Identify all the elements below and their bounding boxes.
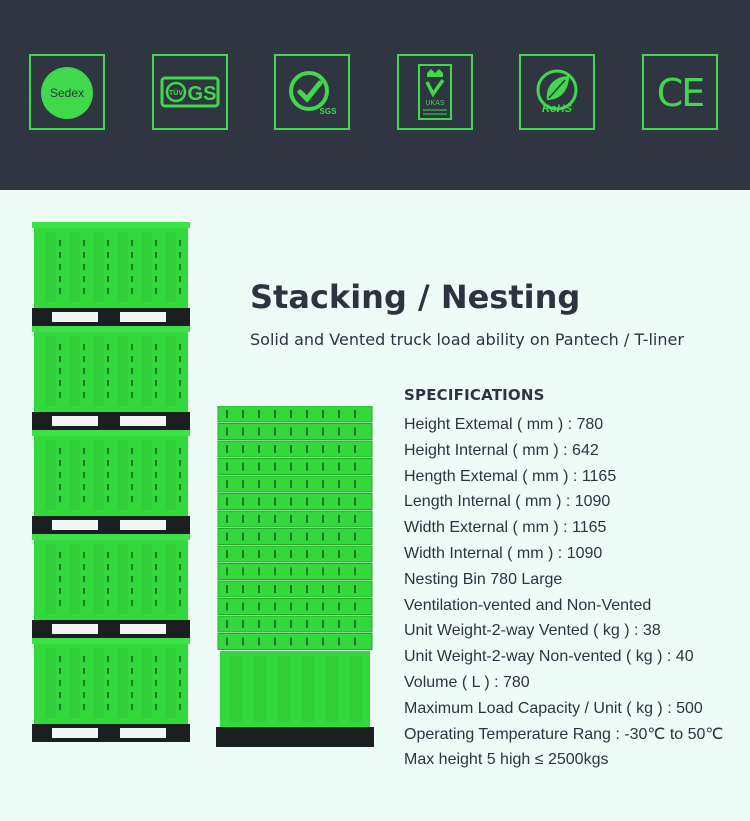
cert-text: CE [657,71,704,115]
spec-item: Unit Weight-2-way Non-vented ( kg ) : 40 [404,648,694,666]
stacked-bin [32,222,190,308]
spec-item: Height Extemal ( mm ) : 780 [404,416,604,433]
pallet [32,724,190,742]
spec-item: Length Internal ( mm ) : 1090 [404,493,611,511]
spec-item: Ventilation-vented and Non-Vented [404,596,652,614]
nested-bin-rim [217,423,373,440]
pallet [216,727,374,747]
cert-sgs: SGS [274,54,350,130]
nested-bin-rim [217,510,373,528]
pallet [32,516,190,534]
page-subtitle: Solid and Vented truck load ability on P… [250,330,684,349]
sedex-logo-icon: Sedex [41,67,93,119]
stacked-bin [32,326,190,412]
cert-text: Sedex [50,86,84,100]
pallet [32,308,190,326]
sgs-logo-icon: SGS [289,71,338,116]
spec-item: Width Internal ( mm ) : 1090 [404,544,603,562]
cert-text: GS [188,83,217,105]
page-title: Stacking / Nesting [250,278,581,316]
cert-ukas: UKAS [397,54,473,130]
cert-text: RoHS [542,103,573,115]
cert-rohs: RoHS [519,54,595,130]
nested-bin-rim [217,633,373,650]
spec-item: Height Internal ( mm ) : 642 [404,441,599,459]
certification-band: Sedex TÜV GS SGS UKAS [0,0,750,190]
nested-bin-rim [217,615,373,633]
spec-item: Hength Extemal ( mm ) : 1165 [404,467,617,485]
spec-item: Maximum Load Capacity / Unit ( kg ) : 50… [404,699,703,717]
nested-bin-rim [217,493,373,510]
nested-bin-rim [217,545,373,563]
stacked-bins-image [32,222,190,742]
spec-item: Unit Weight-2-way Vented ( kg ) : 38 [404,622,661,640]
nested-bin-rim [217,598,373,615]
cert-sedex: Sedex [29,54,105,130]
nested-bins-image [216,406,374,747]
ukas-logo-icon: UKAS [418,64,452,120]
nested-bin-rim [217,475,373,493]
nested-bin-rim [217,440,373,458]
nested-bin-rim [217,406,373,423]
cert-tuv-gs: TÜV GS [152,54,228,130]
ce-logo-icon: CE [657,71,706,115]
rohs-logo-icon: RoHS [536,69,578,115]
spec-item: Operating Temperature Rang : -30℃ to 50℃ [404,725,724,743]
specifications-heading: SPECIFICATIONS [404,386,545,404]
spec-item: Volume ( L ) : 780 [404,673,530,691]
nested-bin-rim [217,458,373,475]
spec-item: Max height 5 high ≤ 2500kgs [404,751,609,769]
cert-text: UKAS [425,100,444,107]
nested-bin-rim [217,580,373,598]
cert-ce: CE [642,54,718,130]
nested-bin-rim [217,528,373,545]
nested-bin-rim [217,563,373,580]
specifications-list: Height Extemal ( mm ) : 780 Height Inter… [404,414,723,775]
pallet [32,412,190,430]
stacked-bin [32,534,190,620]
spec-item: Width External ( mm ) : 1165 [404,519,607,537]
pallet [32,620,190,638]
stacked-bin [32,638,190,724]
cert-text: SGS [320,107,338,116]
nested-bin-base [220,651,370,727]
spec-item: Nesting Bin 780 Large [404,570,563,588]
stacked-bin [32,430,190,516]
svg-text:TÜV: TÜV [169,88,183,97]
tuv-gs-logo-icon: TÜV GS [160,76,220,108]
